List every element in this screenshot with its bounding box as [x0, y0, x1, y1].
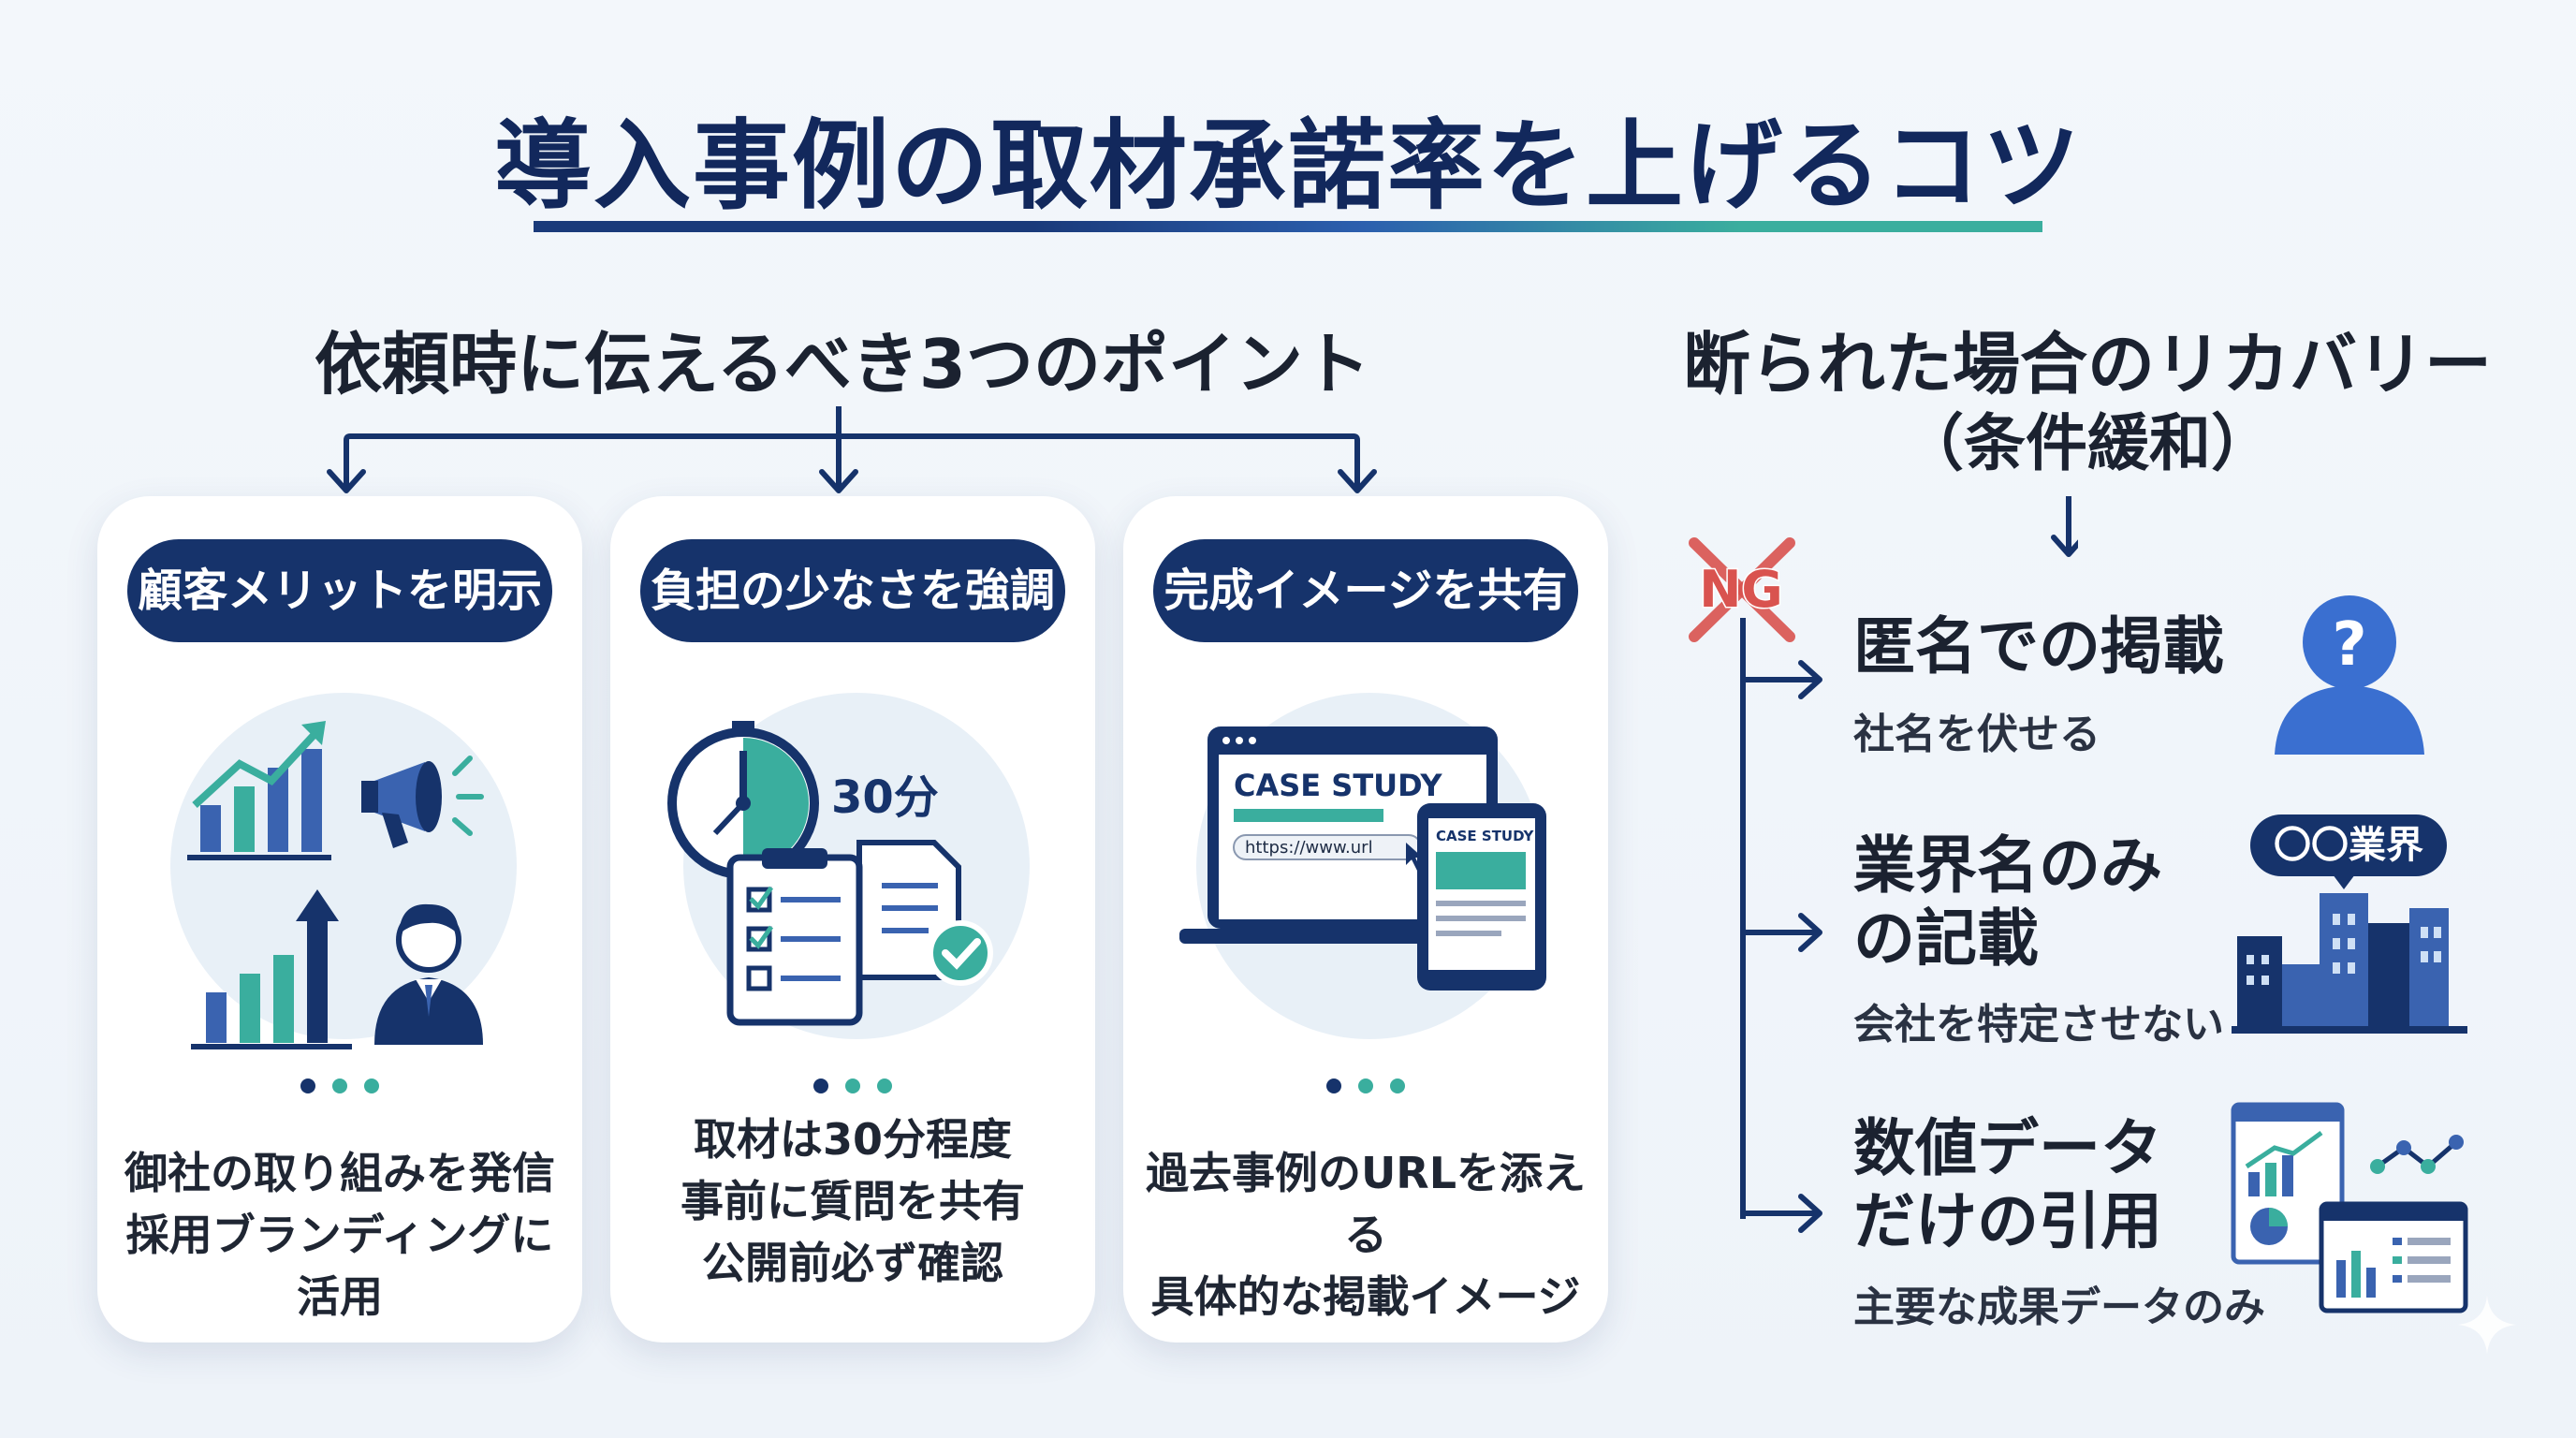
- right-section-subheading: （条件緩和）: [1902, 407, 2273, 479]
- card-line: 公開前必ず確認: [702, 1238, 1003, 1288]
- card-illustration: CASE STUDY https://www.url CASE STUDY: [1179, 726, 1546, 990]
- tablet-icon: CASE STUDY: [1417, 803, 1546, 990]
- card-line: 過去事例のURLを添える: [1145, 1148, 1587, 1260]
- tablet-title: CASE STUDY: [1436, 828, 1534, 844]
- clock-icon: [667, 721, 819, 879]
- ng-label: NG: [1699, 560, 1783, 619]
- connector-arrows: [327, 406, 1377, 493]
- screen-title: CASE STUDY: [1234, 768, 1442, 803]
- checklist-icon: [726, 848, 863, 1026]
- recovery-title-line: だけの引用: [1853, 1185, 2162, 1257]
- recovery-subtext: 主要な成果データのみ: [1853, 1284, 2265, 1331]
- recovery-item-anonymous: 匿名での掲載 社名を伏せる: [1853, 610, 2284, 760]
- card-share-image: 完成イメージを共有 CASE STUDY https://www.url CAS…: [1123, 496, 1608, 1343]
- illustration-background: [170, 693, 517, 1039]
- document-check-icon: [856, 840, 993, 986]
- card-line: 採用ブランディングに活用: [125, 1210, 554, 1322]
- line-chart-icon: [187, 721, 331, 860]
- recovery-title-line: 数値データ: [1853, 1112, 2162, 1184]
- anonymous-person-icon: ?: [2275, 595, 2424, 755]
- buildings-icon: [2232, 874, 2467, 1034]
- card-label: 完成イメージを共有: [1153, 539, 1578, 642]
- recovery-title-line: 業界名のみ: [1853, 829, 2162, 902]
- dashboard-icon: [2231, 1102, 2468, 1313]
- pagination-dots: [97, 1078, 582, 1097]
- card-line: 事前に質問を共有: [681, 1176, 1025, 1226]
- card-line: 取材は30分程度: [693, 1114, 1012, 1165]
- pagination-dots: [610, 1078, 1095, 1097]
- page-title: 導入事例の取材承諾率を上げるコツ: [493, 109, 2082, 223]
- sparkle-icon: [2458, 1296, 2516, 1354]
- card-line: 御社の取り組みを発信: [124, 1148, 555, 1198]
- title-underline: [534, 221, 2042, 232]
- card-illustration: [187, 721, 484, 1049]
- recovery-subtext: 社名を伏せる: [1853, 711, 2100, 758]
- recovery-title-line: の記載: [1853, 902, 2039, 975]
- url-text: https://www.url: [1245, 838, 1373, 858]
- right-section-heading: 断られた場合のリカバリー: [1682, 325, 2492, 404]
- question-mark: ?: [2332, 610, 2366, 680]
- clock-text: 30分: [831, 771, 939, 824]
- businessman-icon: [374, 903, 483, 1045]
- recovery-connector: [1740, 496, 2078, 1233]
- card-line: 具体的な掲載イメージ: [1150, 1271, 1581, 1322]
- left-section-heading: 依頼時に伝えるべき3つのポイント: [315, 325, 1370, 404]
- card-customer-merit: 顧客メリットを明示: [97, 496, 582, 1343]
- pagination-dots: [1123, 1078, 1608, 1097]
- megaphone-icon: [361, 756, 484, 848]
- recovery-item-data: 数値データ だけの引用 主要な成果データのみ: [1853, 1112, 2265, 1333]
- recovery-title: 匿名での掲載: [1853, 610, 2224, 682]
- recovery-item-industry: 業界名のみ の記載 会社を特定させない: [1853, 829, 2247, 1050]
- industry-badge: 〇〇業界: [2250, 814, 2447, 876]
- card-low-burden: 負担の少なさを強調 30分: [610, 496, 1095, 1343]
- recovery-subtext: 会社を特定させない: [1853, 1001, 2224, 1049]
- card-label: 顧客メリットを明示: [127, 539, 552, 642]
- bar-chart-icon: [191, 889, 352, 1049]
- ng-mark: NG: [1689, 537, 1795, 642]
- card-label: 負担の少なさを強調: [640, 539, 1065, 642]
- arrow-icon: [2051, 496, 2078, 557]
- card-illustration: 30分: [667, 721, 993, 1026]
